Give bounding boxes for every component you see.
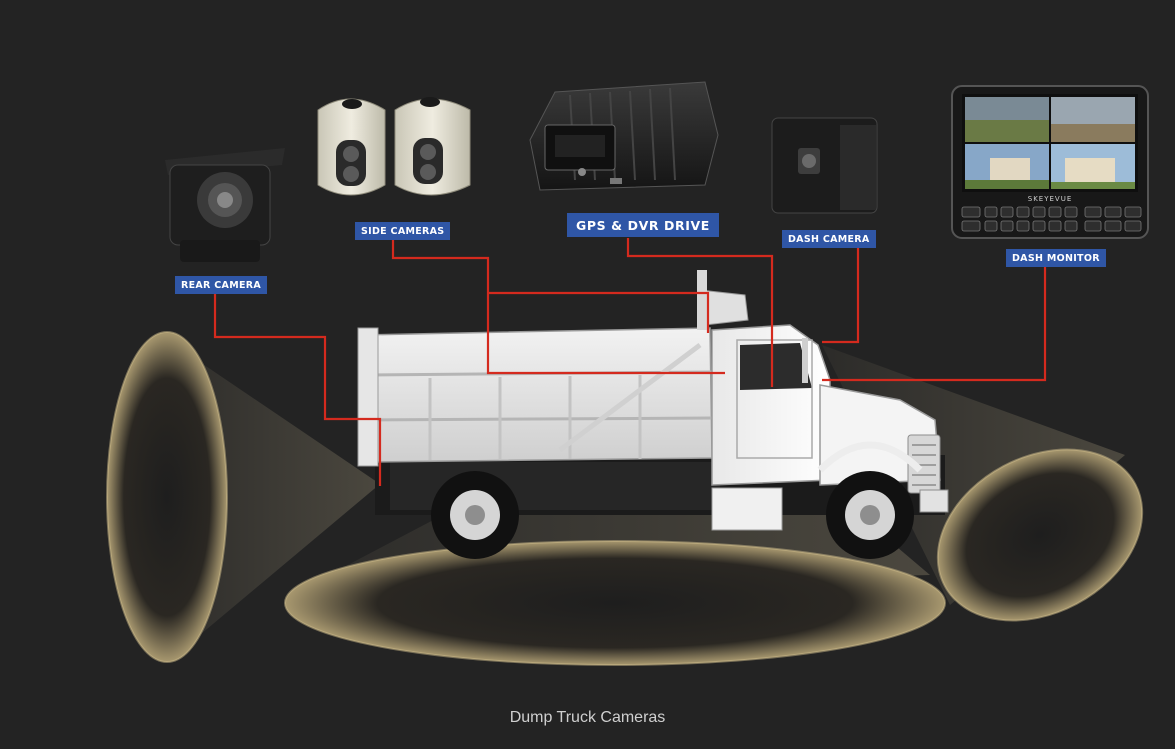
side-cameras-branch-wire: [488, 291, 710, 333]
side-cameras-device: [317, 97, 471, 196]
rear-wheel: [431, 471, 519, 559]
side-cameras-wire: [391, 240, 725, 375]
rear-camera-label: REAR CAMERA: [175, 276, 268, 294]
monitor-screen-quadrants: [965, 97, 1135, 189]
gps-dvr-wire: [626, 238, 774, 387]
rear-coverage-cone: [106, 331, 380, 663]
gps-dvr-label: GPS & DVR DRIVE: [567, 213, 719, 237]
dump-truck: [357, 270, 949, 559]
dash-camera-wire: [822, 248, 860, 344]
dash-camera-label: DASH CAMERA: [782, 230, 876, 248]
gps-dvr-device: [529, 81, 719, 191]
monitor-brand-text: SKEYEVUE: [1028, 195, 1073, 203]
wiring: [213, 238, 1047, 486]
dash-monitor-wire: [822, 266, 1047, 382]
side-cameras-label: SIDE CAMERAS: [355, 222, 451, 240]
dash-monitor-label: DASH MONITOR: [1006, 249, 1106, 267]
dash-monitor-device: SKEYEVUE: [951, 85, 1149, 239]
front-wheel: [826, 471, 914, 559]
figure-caption: Dump Truck Cameras: [509, 709, 666, 726]
rear-camera-device: [165, 148, 285, 262]
dash-camera-device: [771, 117, 878, 214]
rear-camera-wire: [213, 293, 382, 486]
